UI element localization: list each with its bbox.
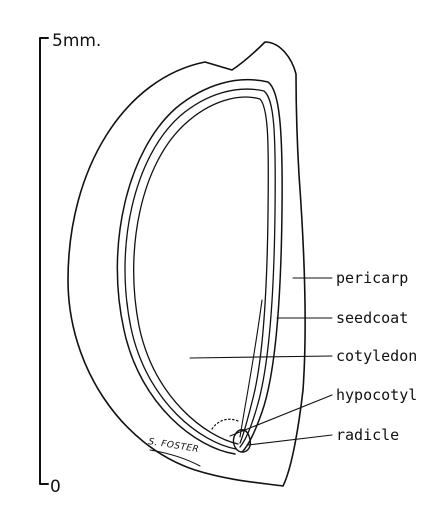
pericarp-outline <box>67 41 306 487</box>
scale-bar: 5mm. 0 <box>39 31 101 497</box>
radicle-label: radicle <box>336 426 399 444</box>
seedcoat-label: seedcoat <box>336 309 408 327</box>
seedcoat-outer-outline <box>116 79 283 455</box>
pericarp-label: pericarp <box>336 269 408 287</box>
hypocotyl-leader-line <box>229 394 333 437</box>
cotyledon-label: cotyledon <box>336 347 417 365</box>
hypocotyl-line <box>239 299 263 438</box>
cotyledon-leader-line <box>189 355 333 359</box>
seedcoat-inner-outline <box>124 88 276 450</box>
embryo-shading <box>211 418 239 430</box>
radicle-leader-line <box>247 434 333 446</box>
scale-top-label: 5mm. <box>52 31 101 51</box>
cotyledon-outline <box>133 96 269 445</box>
scale-bottom-label: 0 <box>50 477 61 497</box>
signature-underline <box>149 449 201 467</box>
hypocotyl-label: hypocotyl <box>336 386 417 404</box>
embryo-axis-outline <box>232 429 252 453</box>
signature-text: S. FOSTER <box>148 437 200 455</box>
